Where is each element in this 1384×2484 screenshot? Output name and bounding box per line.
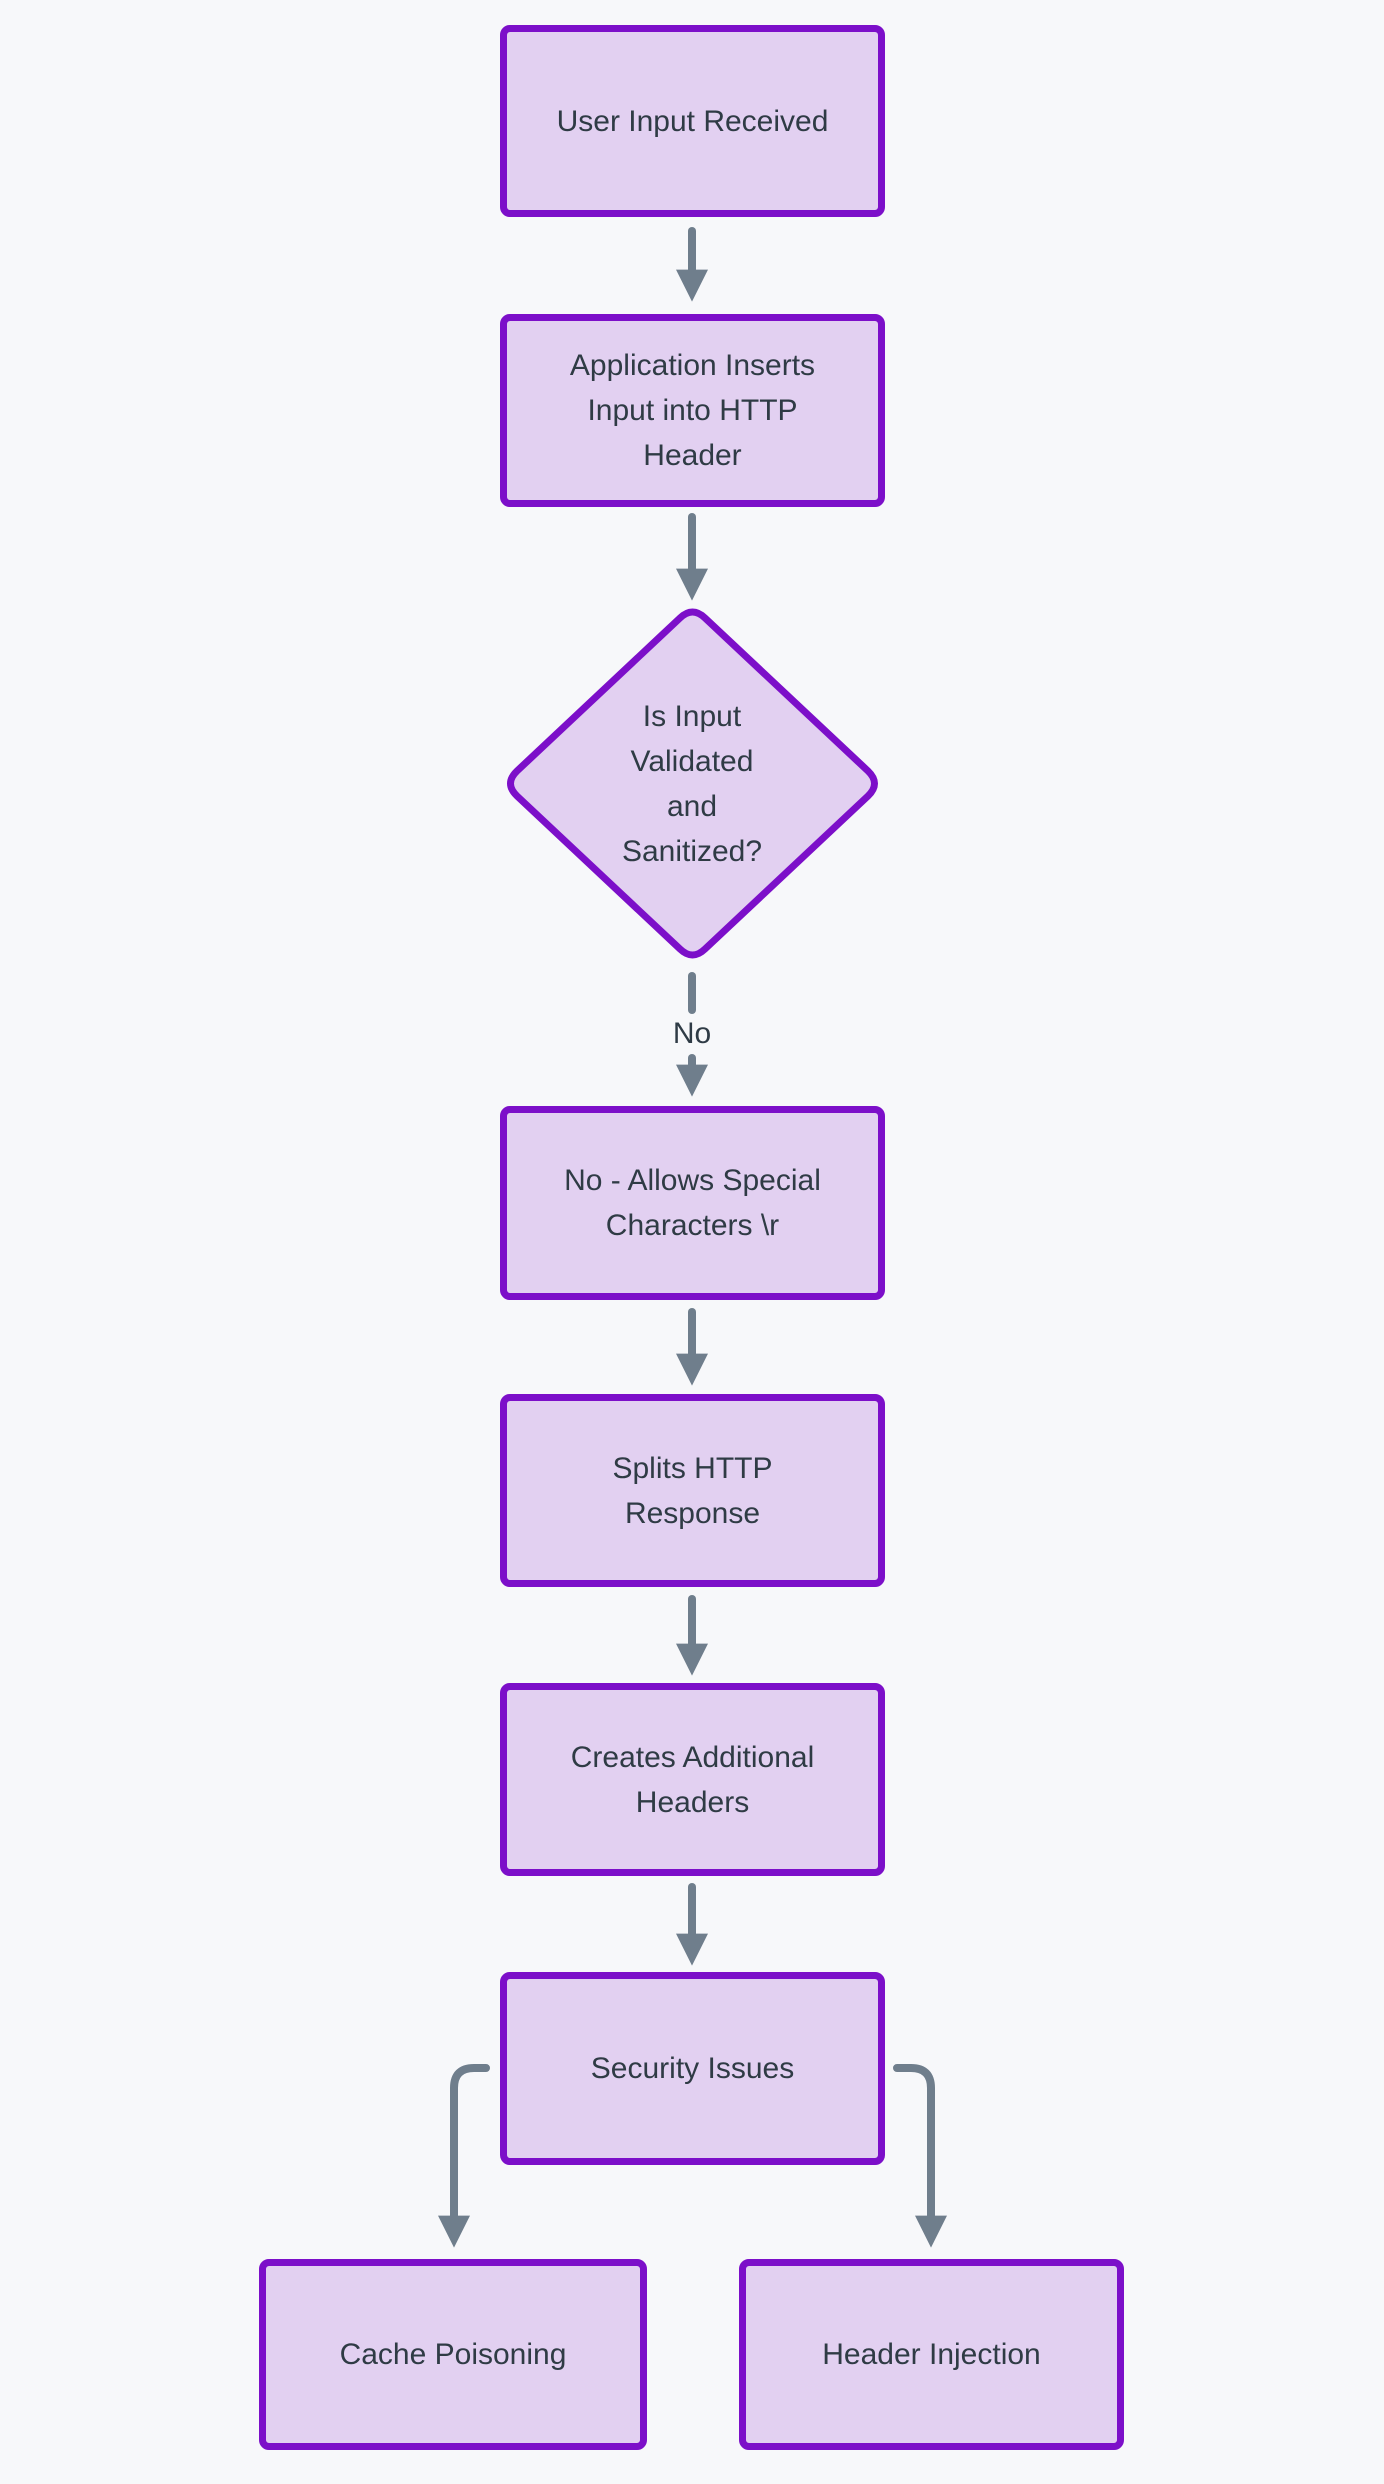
node-security-issues: Security Issues xyxy=(500,1972,885,2165)
node-creates-additional-headers: Creates Additional Headers xyxy=(500,1683,885,1876)
node-is-input-validated: Is Input Validated and Sanitized? xyxy=(621,699,763,868)
edge-security-to-header-injection xyxy=(893,2064,947,2248)
edge-label-no: No xyxy=(672,1017,712,1050)
node-cache-poisoning: Cache Poisoning xyxy=(259,2259,647,2450)
decision-diamond-shape xyxy=(507,608,878,959)
edge-security-to-cache xyxy=(438,2064,490,2248)
node-allows-special-characters: No - Allows Special Characters \r xyxy=(500,1106,885,1300)
node-user-input-received: User Input Received xyxy=(500,25,885,217)
node-application-inserts-input: Application Inserts Input into HTTP Head… xyxy=(500,314,885,507)
node-splits-http-response: Splits HTTP Response xyxy=(500,1394,885,1587)
node-header-injection: Header Injection xyxy=(739,2259,1124,2450)
